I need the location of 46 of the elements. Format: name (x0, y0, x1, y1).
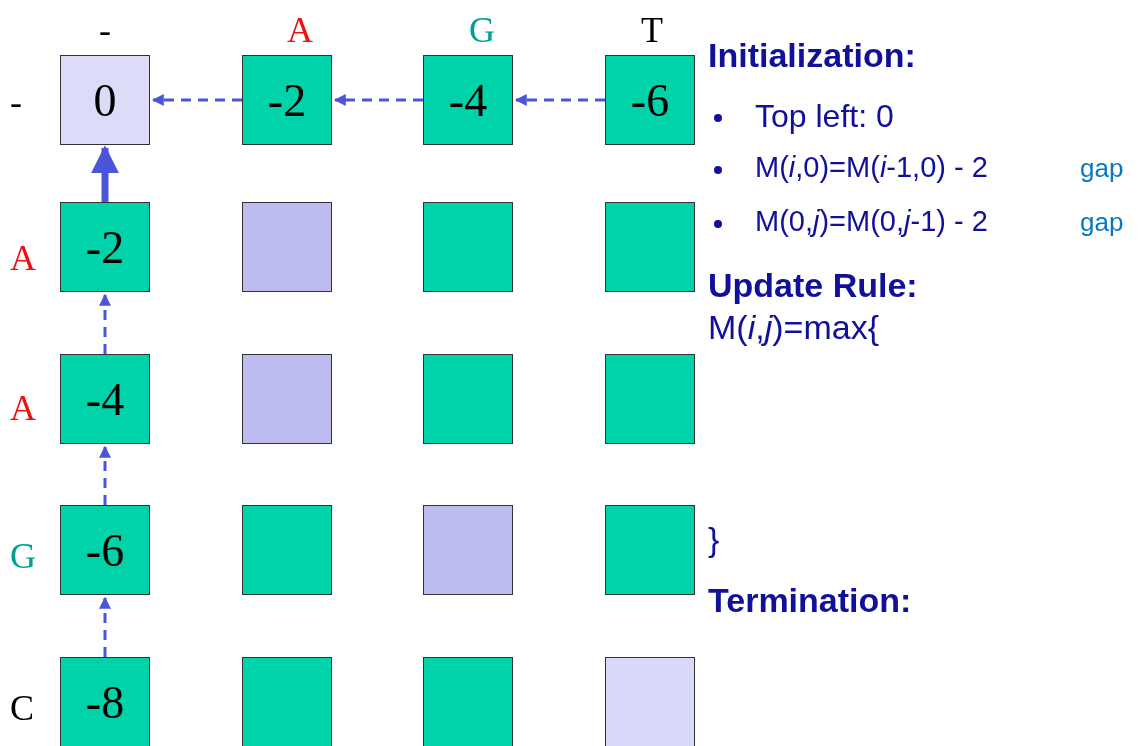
score-cell: -8 (60, 657, 150, 746)
empty-cell (242, 657, 332, 746)
note-text: gap (1080, 155, 1124, 181)
arrow (99, 596, 111, 657)
score-cell: -4 (60, 354, 150, 444)
section-heading: Termination: (708, 583, 912, 617)
arrow (91, 145, 119, 202)
section-heading: Update Rule: (708, 268, 918, 302)
empty-cell (605, 505, 695, 595)
empty-cell (605, 657, 695, 746)
column-header: T (641, 12, 663, 48)
formula-text: M(0,j)=M(0,j-1) - 2 (755, 207, 988, 236)
empty-cell (242, 354, 332, 444)
score-cell: -6 (605, 55, 695, 145)
column-header: A (287, 12, 313, 48)
section-heading: Initialization: (708, 38, 916, 72)
arrow (151, 94, 242, 106)
note-text: gap (1080, 209, 1124, 235)
row-header: - (10, 84, 22, 120)
empty-cell (605, 354, 695, 444)
bullet-text: Top left: 0 (755, 100, 894, 132)
formula-text: M(i,0)=M(i-1,0) - 2 (755, 153, 988, 182)
column-header: G (469, 12, 495, 48)
empty-cell (605, 202, 695, 292)
score-cell: 0 (60, 55, 150, 145)
column-header: - (99, 12, 111, 48)
arrow (514, 94, 605, 106)
arrow (99, 445, 111, 505)
formula-text: M(i,j)=max{ (708, 310, 879, 344)
empty-cell (423, 202, 513, 292)
row-header: G (10, 538, 36, 574)
arrow (99, 293, 111, 354)
empty-cell (242, 202, 332, 292)
empty-cell (423, 505, 513, 595)
score-cell: -2 (60, 202, 150, 292)
brace-text: } (708, 522, 720, 556)
score-cell: -4 (423, 55, 513, 145)
row-header: A (10, 390, 36, 426)
score-cell: -6 (60, 505, 150, 595)
arrow (333, 94, 423, 106)
empty-cell (242, 505, 332, 595)
row-header: C (10, 690, 34, 726)
empty-cell (423, 657, 513, 746)
empty-cell (423, 354, 513, 444)
score-cell: -2 (242, 55, 332, 145)
row-header: A (10, 240, 36, 276)
